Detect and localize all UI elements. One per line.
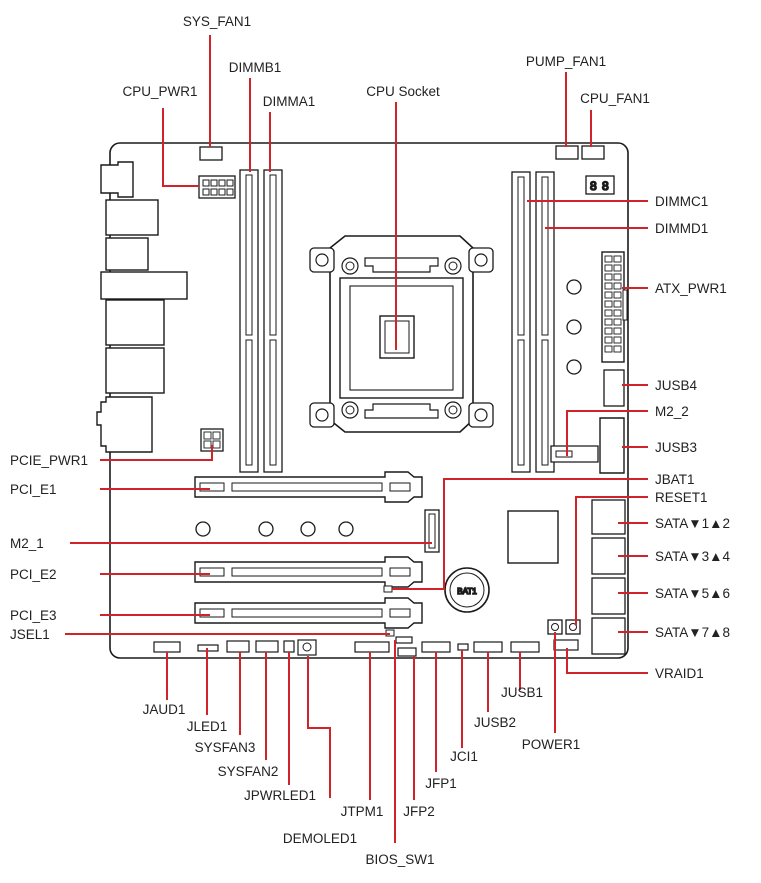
cpu-fan1-header — [581, 145, 605, 160]
label-jusb3: JUSB3 — [655, 440, 697, 455]
label-m2-1: M2_1 — [10, 536, 44, 551]
label-pump-fan1: PUMP_FAN1 — [526, 54, 606, 69]
label-bios-sw1: BIOS_SW1 — [365, 852, 434, 867]
label-sata56: SATA▼5▲6 — [655, 586, 730, 601]
label-jled1: JLED1 — [187, 719, 228, 734]
dimm-slots-left — [239, 169, 283, 473]
svg-text:8: 8 — [602, 179, 609, 193]
m2-2-slot — [550, 445, 599, 463]
label-jaud1: JAUD1 — [143, 702, 186, 717]
label-m2-2: M2_2 — [655, 404, 689, 419]
label-jfp1: JFP1 — [425, 776, 457, 791]
jfp2-header — [397, 647, 417, 657]
board: 8 8 — [96, 142, 629, 659]
mounting-holes — [195, 279, 582, 537]
label-cpu-socket: CPU Socket — [366, 84, 440, 99]
label-sysfan3: SYSFAN3 — [195, 740, 256, 755]
cpu-socket — [309, 235, 494, 433]
label-jbat1: JBAT1 — [655, 472, 695, 487]
label-jusb4: JUSB4 — [655, 378, 698, 393]
pci-e1-slot — [194, 471, 423, 503]
chipset — [507, 510, 559, 564]
debug-led — [585, 175, 615, 195]
label-dimma1: DIMMA1 — [263, 94, 316, 109]
jtpm1-header — [354, 641, 390, 653]
jbat1-jumper — [383, 585, 393, 593]
pci-e3-slot — [194, 597, 423, 629]
label-demoled1: DEMOLED1 — [283, 831, 357, 846]
label-jci1: JCI1 — [450, 749, 478, 764]
label-dimmb1: DIMMB1 — [229, 60, 282, 75]
label-pci-e3: PCI_E3 — [10, 608, 57, 623]
label-jsel1: JSEL1 — [10, 627, 50, 642]
sysfan2-header — [255, 640, 279, 653]
sys-fan1-header — [199, 146, 223, 161]
label-pci-e1: PCI_E1 — [10, 482, 57, 497]
label-pci-e2: PCI_E2 — [10, 567, 57, 582]
jusb3-connector — [599, 417, 625, 474]
atx-pwr1-connector — [601, 251, 628, 363]
label-sysfan2: SYSFAN2 — [218, 764, 279, 779]
sysfan3-header — [226, 640, 250, 653]
label-sata12: SATA▼1▲2 — [655, 516, 730, 531]
labels: SYS_FAN1 DIMMB1 DIMMA1 CPU_PWR1 CPU Sock… — [10, 14, 730, 867]
svg-text:8: 8 — [590, 179, 597, 193]
label-dimmd1: DIMMD1 — [655, 221, 708, 236]
leader-lines — [65, 35, 648, 843]
jusb1-header — [510, 641, 540, 653]
label-jtpm1: JTPM1 — [341, 804, 384, 819]
dimm-slots-right — [511, 171, 555, 473]
jaud1-header — [153, 641, 181, 653]
label-sys-fan1: SYS_FAN1 — [183, 14, 251, 29]
label-dimmc1: DIMMC1 — [655, 194, 708, 209]
label-jusb1: JUSB1 — [501, 685, 543, 700]
bios-sw1-switch — [395, 636, 413, 644]
rear-io — [96, 161, 188, 453]
pci-e2-slot — [194, 556, 423, 588]
label-jfp2: JFP2 — [403, 804, 435, 819]
label-vraid1: VRAID1 — [655, 666, 704, 681]
label-power1: POWER1 — [522, 737, 581, 752]
jusb2-header — [473, 641, 503, 653]
jfp1-header — [421, 641, 451, 653]
bat1-label: BAT1 — [457, 587, 477, 596]
jpwrled1-header — [283, 640, 295, 653]
jusb4-header — [603, 369, 625, 407]
pump-fan1-header — [555, 145, 579, 160]
label-sata34: SATA▼3▲4 — [655, 549, 730, 564]
label-sata78: SATA▼7▲8 — [655, 625, 730, 640]
battery: BAT1 — [444, 567, 490, 613]
label-pcie-pwr1: PCIE_PWR1 — [10, 453, 88, 468]
label-cpu-pwr1: CPU_PWR1 — [122, 84, 197, 99]
label-atx-pwr1: ATX_PWR1 — [655, 281, 727, 296]
label-reset1: RESET1 — [655, 490, 708, 505]
jci1-header — [457, 643, 469, 651]
label-jpwrled1: JPWRLED1 — [244, 788, 316, 803]
label-jusb2: JUSB2 — [474, 715, 516, 730]
label-cpu-fan1: CPU_FAN1 — [580, 91, 650, 106]
